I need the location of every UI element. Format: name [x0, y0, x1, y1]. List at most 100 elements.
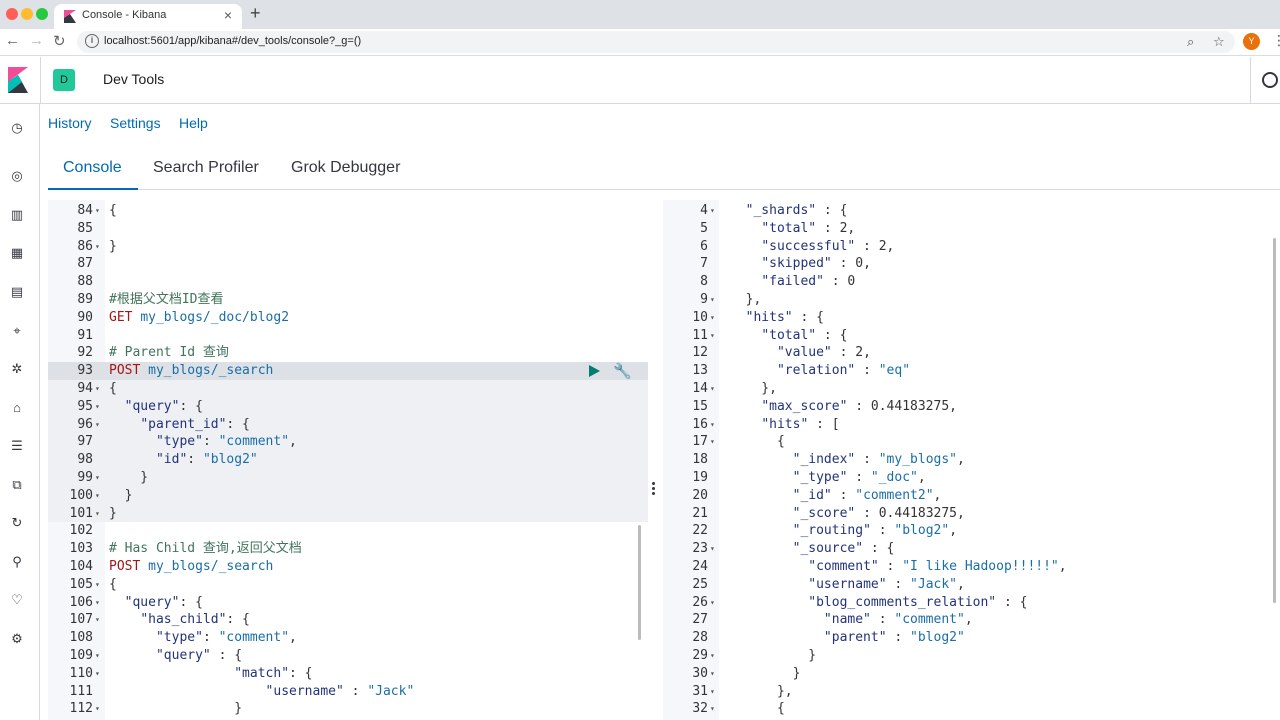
address-url[interactable]: localhost:5601/app/kibana#/dev_tools/con…	[104, 35, 362, 47]
browser-menu-icon[interactable]: ⋮	[1272, 32, 1280, 48]
zoom-icon[interactable]: ⌕	[1187, 34, 1195, 49]
fold-arrow-icon[interactable]: ▾	[95, 651, 100, 660]
window-close-button[interactable]	[6, 8, 18, 20]
recently-viewed-icon[interactable]: ◷	[11, 120, 23, 135]
help-icon[interactable]	[1262, 72, 1278, 88]
fold-arrow-icon[interactable]: ▾	[95, 508, 100, 518]
fold-arrow-icon[interactable]: ▾	[95, 704, 100, 714]
fold-arrow-icon[interactable]: ▾	[710, 686, 715, 696]
browser-tab-console[interactable]: Console - Kibana ×	[54, 4, 242, 29]
fold-arrow-icon[interactable]: ▾	[710, 668, 715, 678]
editor-line[interactable]: 103# Has Child 查询,返回父文档	[48, 540, 648, 558]
output-scrollbar[interactable]	[1273, 238, 1276, 603]
fold-arrow-icon[interactable]: ▾	[95, 401, 100, 411]
editor-line[interactable]: 108 "type": "comment",	[48, 629, 648, 647]
kibana-logo-icon[interactable]	[8, 67, 30, 93]
logs-icon[interactable]: ☰	[11, 438, 23, 453]
editor-line[interactable]: 92# Parent Id 查询	[48, 344, 648, 362]
settings-link[interactable]: Settings	[110, 115, 161, 131]
close-tab-icon[interactable]: ×	[223, 7, 232, 23]
editor-line[interactable]: 106▾ "query": {	[48, 594, 648, 612]
fold-arrow-icon[interactable]: ▾	[710, 206, 715, 215]
fold-arrow-icon[interactable]: ▾	[95, 473, 100, 482]
canvas-icon[interactable]: ▤	[10, 284, 24, 299]
editor-line[interactable]: 101▾}	[48, 505, 648, 523]
fold-arrow-icon[interactable]: ▾	[95, 597, 100, 607]
infrastructure-icon[interactable]: ⌂	[13, 400, 21, 415]
fold-arrow-icon[interactable]: ▾	[710, 437, 715, 447]
fold-arrow-icon[interactable]: ▾	[95, 419, 100, 429]
editor-line[interactable]: 86▾}	[48, 238, 648, 256]
fold-arrow-icon[interactable]: ▾	[95, 384, 100, 393]
address-bar[interactable]: i localhost:5601/app/kibana#/dev_tools/c…	[77, 31, 1235, 53]
panel-resizer-handle[interactable]	[650, 480, 656, 500]
editor-line[interactable]: 97 "type": "comment",	[48, 433, 648, 451]
fold-arrow-icon[interactable]: ▾	[710, 651, 715, 660]
editor-line[interactable]: 85	[48, 220, 648, 238]
maps-icon[interactable]: ⌖	[13, 323, 21, 338]
editor-line[interactable]: 91	[48, 327, 648, 345]
fold-arrow-icon[interactable]: ▾	[710, 384, 715, 393]
fold-arrow-icon[interactable]: ▾	[95, 206, 100, 215]
fold-arrow-icon[interactable]: ▾	[95, 241, 100, 251]
editor-line[interactable]: 94▾{	[48, 380, 648, 398]
dashboard-icon[interactable]: ▦	[10, 245, 24, 260]
space-avatar[interactable]: D	[53, 69, 75, 91]
profile-avatar[interactable]: Y	[1243, 33, 1260, 50]
editor-line[interactable]: 87	[48, 255, 648, 273]
history-link[interactable]: History	[48, 115, 92, 131]
fold-arrow-icon[interactable]: ▾	[710, 544, 715, 554]
monitoring-icon[interactable]: ♡	[11, 592, 23, 607]
editor-line[interactable]: 110▾ "match": {	[48, 665, 648, 683]
editor-line[interactable]: 96▾ "parent_id": {	[48, 416, 648, 434]
back-arrow-icon[interactable]: ←	[5, 32, 20, 49]
fold-arrow-icon[interactable]: ▾	[710, 295, 715, 304]
help-link[interactable]: Help	[179, 115, 208, 131]
editor-line[interactable]: 98 "id": "blog2"	[48, 451, 648, 469]
uptime-icon[interactable]: ↻	[11, 515, 23, 530]
bookmark-star-icon[interactable]: ☆	[1213, 34, 1225, 49]
fold-arrow-icon[interactable]: ▾	[710, 419, 715, 429]
console-output[interactable]: 4▾ "_shards" : {5 "total" : 2,6 "success…	[663, 200, 1280, 720]
dev-tools-icon[interactable]: ⚲	[12, 554, 22, 569]
tab-console[interactable]: Console	[63, 159, 122, 176]
wrench-icon[interactable]: 🔧	[613, 363, 632, 380]
editor-line[interactable]: 95▾ "query": {	[48, 398, 648, 416]
tab-search-profiler[interactable]: Search Profiler	[153, 159, 259, 176]
forward-arrow-icon[interactable]: →	[29, 32, 44, 49]
editor-line[interactable]: 102	[48, 522, 648, 540]
ml-icon[interactable]: ✲	[11, 361, 23, 376]
management-icon[interactable]: ⚙	[11, 631, 23, 646]
play-icon[interactable]	[589, 365, 600, 377]
editor-line[interactable]: 112▾ }	[48, 700, 648, 718]
fold-arrow-icon[interactable]: ▾	[95, 490, 100, 500]
editor-line[interactable]: 99▾ }	[48, 469, 648, 487]
editor-line[interactable]: 105▾{	[48, 576, 648, 594]
reload-icon[interactable]: ↻	[53, 33, 66, 50]
fold-arrow-icon[interactable]: ▾	[710, 312, 715, 322]
fold-arrow-icon[interactable]: ▾	[95, 668, 100, 678]
new-tab-icon[interactable]: +	[250, 3, 261, 23]
fold-arrow-icon[interactable]: ▾	[95, 579, 100, 589]
discover-icon[interactable]: ◎	[11, 168, 23, 183]
fold-arrow-icon[interactable]: ▾	[95, 615, 100, 625]
editor-line[interactable]: 88	[48, 273, 648, 291]
editor-line[interactable]: 109▾ "query" : {	[48, 647, 648, 665]
editor-line[interactable]: 84▾{	[48, 202, 648, 220]
site-info-icon[interactable]: i	[85, 34, 99, 48]
window-zoom-button[interactable]	[36, 8, 48, 20]
visualize-icon[interactable]: ▥	[10, 207, 24, 222]
editor-line[interactable]: 107▾ "has_child": {	[48, 611, 648, 629]
fold-arrow-icon[interactable]: ▾	[710, 330, 715, 340]
window-minimize-button[interactable]	[21, 8, 33, 20]
editor-scrollbar[interactable]	[638, 525, 641, 640]
fold-arrow-icon[interactable]: ▾	[710, 704, 715, 714]
editor-line[interactable]: 111 "username" : "Jack"	[48, 683, 648, 701]
apm-icon[interactable]: ⧉	[12, 477, 22, 492]
editor-line[interactable]: 89#根据父文档ID查看	[48, 291, 648, 309]
tab-grok-debugger[interactable]: Grok Debugger	[291, 159, 401, 176]
